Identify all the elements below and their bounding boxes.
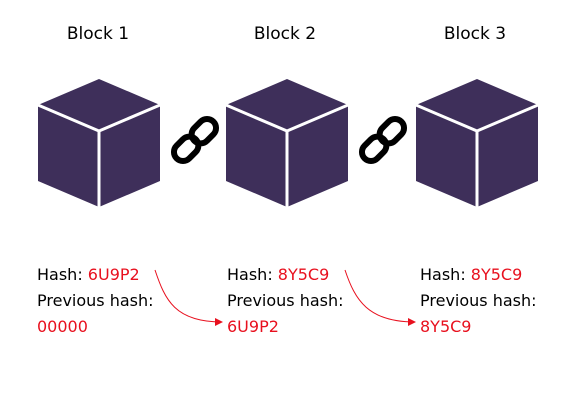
chain-link-icon [170,115,220,165]
hash-label: Hash: [420,265,466,284]
block-1-info: Hash: 6U9P2 Previous hash: 00000 [37,262,154,340]
hash-label: Hash: [37,265,83,284]
block-2-title: Block 2 [253,24,317,44]
curved-arrow-icon [154,269,223,326]
block-1-cube-icon [37,79,161,207]
block-3-cube-icon [415,79,539,207]
previous-hash-label: Previous hash: [37,291,154,310]
block-1-title: Block 1 [66,24,130,44]
block-2-info: Hash: 8Y5C9 Previous hash: 6U9P2 [227,262,344,340]
block-2-cube-icon [225,79,349,207]
previous-hash-label: Previous hash: [420,291,537,310]
block-3-previous-hash: 8Y5C9 [420,317,472,336]
block-3-info: Hash: 8Y5C9 Previous hash: 8Y5C9 [420,262,537,340]
curved-arrow-icon [344,269,416,326]
block-1-previous-hash: 00000 [37,317,88,336]
block-3-title: Block 3 [443,24,507,44]
hash-label: Hash: [227,265,273,284]
block-1-hash: 6U9P2 [87,265,140,284]
block-2-hash: 8Y5C9 [277,265,330,284]
block-2-previous-hash: 6U9P2 [227,317,279,336]
previous-hash-label: Previous hash: [227,291,344,310]
block-3-hash: 8Y5C9 [470,265,523,284]
chain-link-icon [358,115,408,165]
